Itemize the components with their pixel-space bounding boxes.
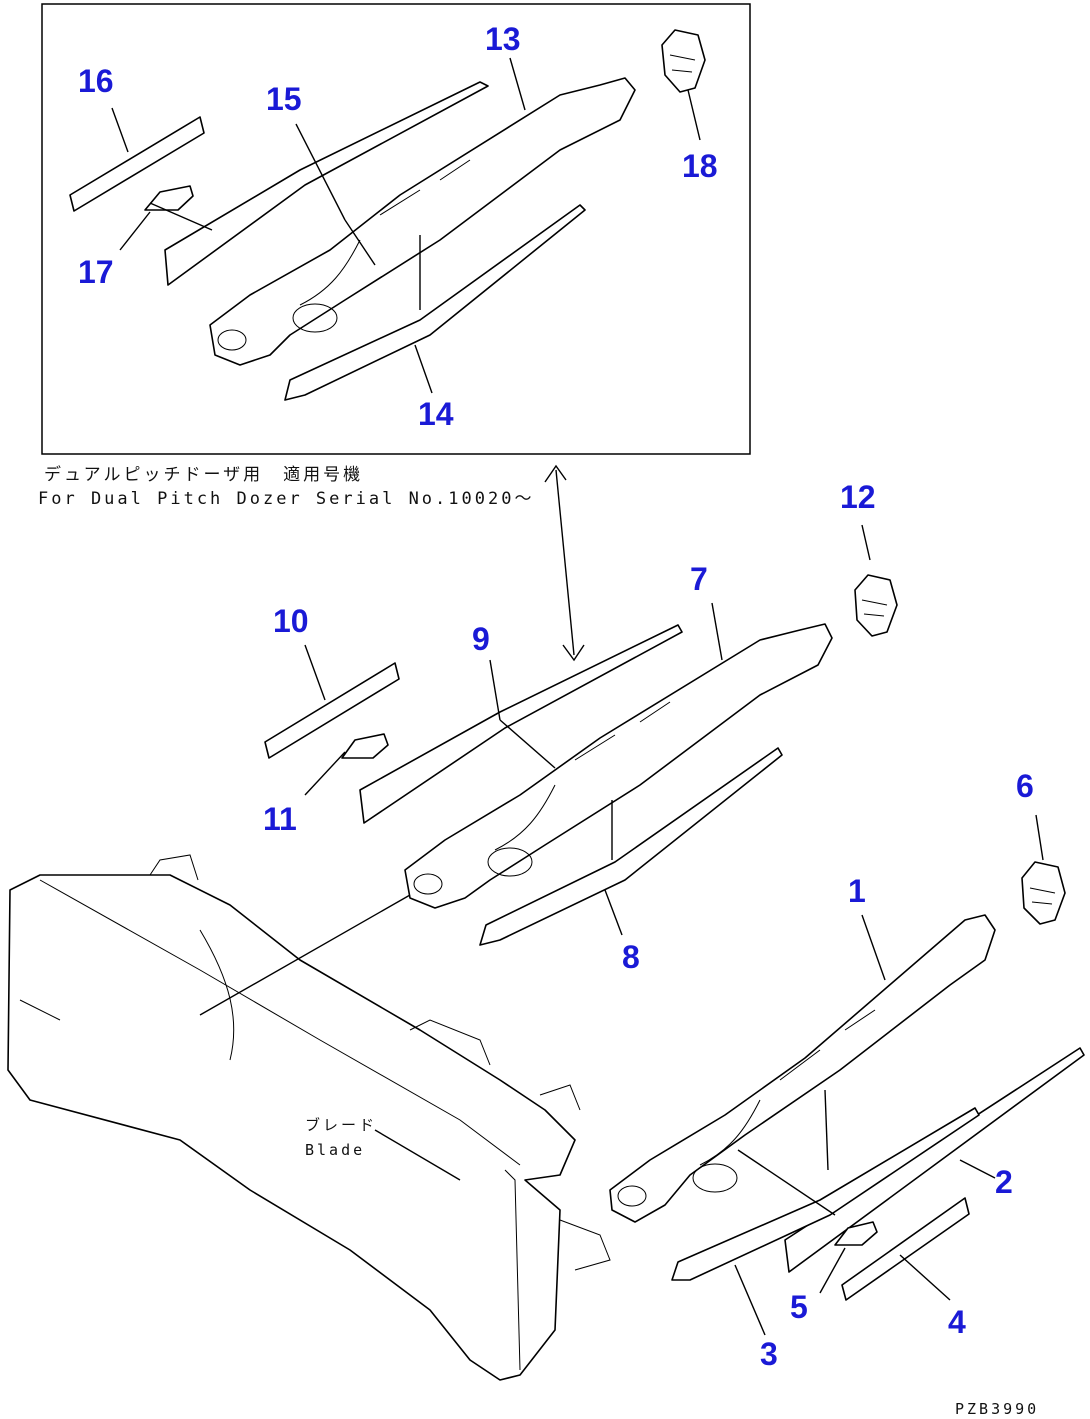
- inset-parts: [69, 29, 706, 401]
- callout-11: 11: [263, 801, 297, 837]
- part-6-bracket: [1021, 861, 1066, 925]
- callout-3: 3: [760, 1336, 778, 1372]
- callout-14: 14: [418, 396, 454, 432]
- part-11-bracket: [341, 733, 389, 759]
- part-2-liner: [784, 1047, 1085, 1273]
- inset-frame: [41, 3, 751, 455]
- callout-numbers: 1 2 3 4 5 6 7 8 9 10 11 12 13 14 15 16 1…: [78, 21, 1034, 1372]
- part-18-bracket: [661, 29, 706, 93]
- lower-parts: [609, 861, 1085, 1301]
- part-16-plate: [69, 116, 205, 212]
- blade-label-en: Blade: [305, 1141, 365, 1159]
- callout-9: 9: [472, 621, 490, 657]
- part-8-liner: [479, 747, 783, 946]
- part-4-plate: [841, 1197, 970, 1301]
- callout-12: 12: [840, 479, 876, 515]
- callout-1: 1: [848, 873, 866, 909]
- part-12-bracket: [854, 574, 898, 637]
- leader-lines: [111, 57, 1044, 1336]
- dual-pitch-note-en: For Dual Pitch Dozer Serial No.10020～: [38, 489, 534, 509]
- blade-label-jp: ブレード: [305, 1116, 377, 1134]
- callout-6: 6: [1016, 768, 1034, 804]
- callout-7: 7: [690, 561, 708, 597]
- callout-5: 5: [790, 1289, 808, 1325]
- part-3-liner: [671, 1107, 980, 1281]
- callout-10: 10: [273, 603, 309, 639]
- callout-13: 13: [485, 21, 521, 57]
- part-7-frame: [404, 623, 833, 909]
- part-15-liner: [164, 81, 489, 286]
- part-9-liner: [359, 624, 683, 824]
- blade: [7, 854, 611, 1381]
- callout-2: 2: [995, 1164, 1013, 1200]
- callout-17: 17: [78, 254, 114, 290]
- drawing-code: PZB3990: [955, 1400, 1039, 1418]
- part-1-frame: [609, 914, 996, 1223]
- callout-16: 16: [78, 63, 114, 99]
- part-10-plate: [264, 662, 400, 759]
- part-17-bracket: [144, 185, 194, 211]
- callout-18: 18: [682, 148, 718, 184]
- standard-parts: [264, 574, 898, 946]
- callout-8: 8: [622, 939, 640, 975]
- part-13-frame: [209, 77, 636, 366]
- part-5-bracket: [834, 1221, 878, 1246]
- callout-4: 4: [948, 1304, 966, 1340]
- dual-pitch-note-jp: デュアルピッチドーザ用 適用号機: [44, 464, 363, 485]
- dual-pitch-arrow: [544, 464, 585, 662]
- callout-15: 15: [266, 81, 302, 117]
- part-14-liner: [284, 204, 586, 401]
